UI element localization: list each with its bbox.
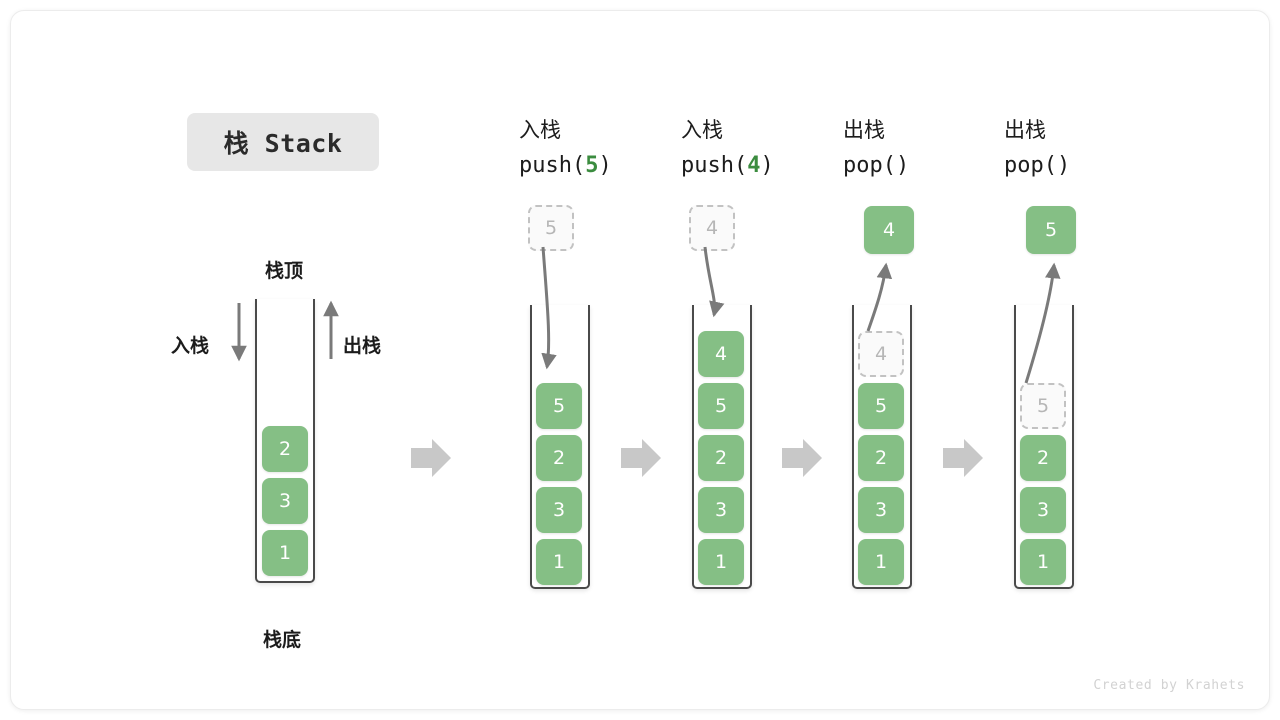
operation-code-label: push(5) [519,150,689,182]
stack-vessel [692,305,752,589]
stack-cell-vacated-ghost: 4 [858,331,904,377]
stack-cell: 2 [698,435,744,481]
operation-code-label: pop() [843,150,1013,182]
stack-cell: 3 [698,487,744,533]
operation-code-arg: 5 [585,153,599,178]
stack-cell: 5 [698,383,744,429]
floating-element-ghost: 4 [689,205,735,251]
stack-vessel [852,305,912,589]
operation-header-push-4: 入栈 push(4) [681,115,851,182]
floating-element-popped: 4 [864,206,914,254]
step-arrow-right-icon [621,439,661,477]
step-arrow-right-icon [943,439,983,477]
stack-cell: 2 [262,426,308,472]
stack-cell: 3 [536,487,582,533]
stack-cell: 1 [1020,539,1066,585]
floating-element-ghost: 5 [528,205,574,251]
operation-code-prefix: push( [519,153,586,178]
operation-code-suffix: ) [895,153,910,178]
credit-label: Created by Krahets [1093,678,1245,693]
stack-cell: 5 [536,383,582,429]
stack-bottom-label: 栈底 [263,629,302,651]
stack-cell: 2 [1020,435,1066,481]
operation-header-push-5: 入栈 push(5) [519,115,689,182]
operation-code-prefix: pop( [843,153,896,178]
stack-cell: 3 [1020,487,1066,533]
step-arrow-right-icon [411,439,451,477]
stack-cell: 2 [858,435,904,481]
diagram-stage: 栈 Stack 栈顶 栈底 入栈 出栈 入栈 push(5) 入栈 push(4… [11,11,1269,709]
operation-code-suffix: ) [760,153,774,178]
stack-cell: 5 [858,383,904,429]
operation-cn-label: 入栈 [681,118,723,142]
diagram-card: 栈 Stack 栈顶 栈底 入栈 出栈 入栈 push(5) 入栈 push(4… [10,10,1270,710]
operation-code-label: pop() [1004,150,1174,182]
push-direction-label: 入栈 [171,335,210,357]
operation-cn-label: 出栈 [843,118,885,142]
operation-code-arg: 4 [747,153,761,178]
stack-cell: 3 [858,487,904,533]
operation-header-pop-1: 出栈 pop() [843,115,1013,182]
stack-cell: 4 [698,331,744,377]
pop-direction-label: 出栈 [343,335,382,357]
step-arrow-right-icon [782,439,822,477]
stack-cell: 1 [858,539,904,585]
stack-top-label: 栈顶 [265,260,304,282]
operation-cn-label: 出栈 [1004,118,1046,142]
stack-vessel [255,299,315,583]
stack-cell: 1 [536,539,582,585]
stack-cell: 1 [262,530,308,576]
operation-code-prefix: push( [681,153,748,178]
operation-code-suffix: ) [598,153,612,178]
stack-cell-vacated-ghost: 5 [1020,383,1066,429]
operation-cn-label: 入栈 [519,118,561,142]
stack-vessel [1014,305,1074,589]
operation-code-suffix: ) [1056,153,1071,178]
floating-element-popped: 5 [1026,206,1076,254]
stack-cell: 3 [262,478,308,524]
operation-code-prefix: pop( [1004,153,1057,178]
operation-code-label: push(4) [681,150,851,182]
stack-vessel [530,305,590,589]
operation-header-pop-2: 出栈 pop() [1004,115,1174,182]
title-badge: 栈 Stack [187,113,379,171]
stack-cell: 1 [698,539,744,585]
stack-cell: 2 [536,435,582,481]
